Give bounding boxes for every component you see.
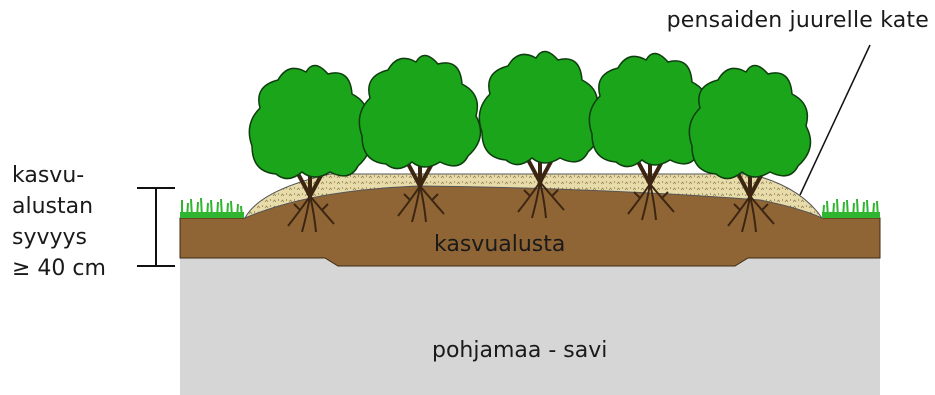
shrub-foliage [479,51,600,164]
mulch-label: pensaiden juurelle kate [667,8,929,33]
depth-label-line-3: syvyys [12,222,106,253]
grass-right [822,199,880,218]
depth-label-line-4: ≥ 40 cm [12,253,106,284]
grass-left [180,198,244,218]
depth-label: kasvu- alustan syvyys ≥ 40 cm [12,160,106,284]
depth-label-line-2: alustan [12,191,106,222]
shrub-foliage [359,55,480,168]
mulch-leader-line [800,45,870,195]
subsoil-layer [180,258,880,395]
subsoil-label: pohjamaa - savi [432,338,607,363]
growing-medium-label: kasvualusta [434,232,565,257]
shrub-foliage [689,65,810,178]
depth-indicator [137,188,175,266]
shrub-foliage [249,65,370,178]
depth-label-line-1: kasvu- [12,160,106,191]
